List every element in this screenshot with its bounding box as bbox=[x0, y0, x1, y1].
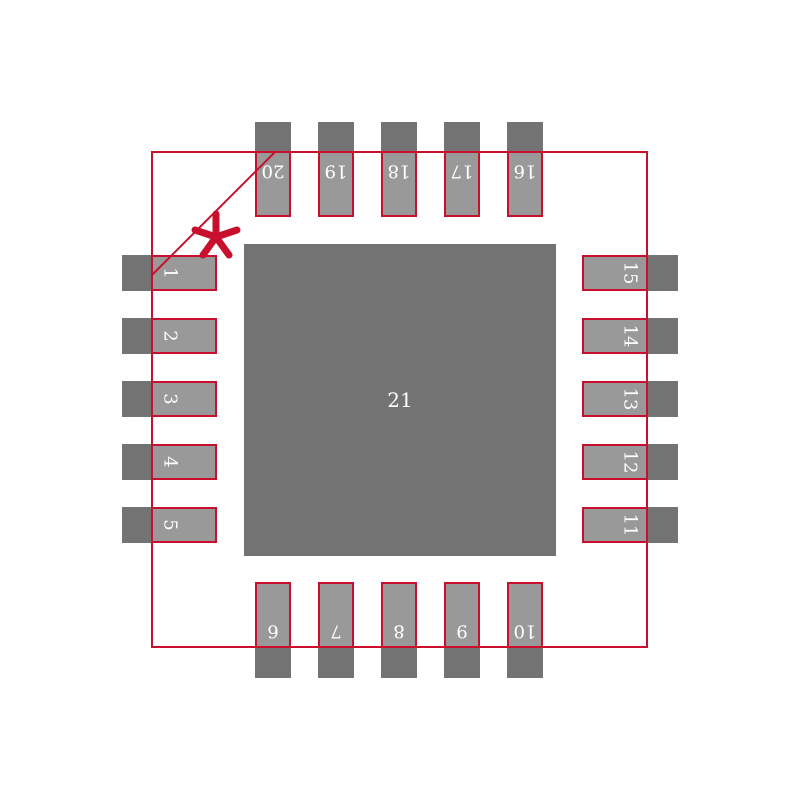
pin-19-label: 19 bbox=[325, 161, 348, 182]
pin-bottom-8: 8 bbox=[381, 582, 417, 678]
pin-bottom-7: 7 bbox=[318, 582, 354, 678]
pin-9-label: 9 bbox=[456, 621, 467, 642]
pin-10-label: 10 bbox=[514, 621, 537, 642]
pin-bottom-10: 10 bbox=[507, 582, 543, 678]
pin-top-20: 20 bbox=[255, 122, 291, 217]
pin-right-15: 15 bbox=[582, 255, 678, 291]
pin-8-label: 8 bbox=[393, 621, 404, 642]
pin-13-pad-inner bbox=[582, 381, 648, 417]
pin-top-16: 16 bbox=[507, 122, 543, 217]
pin-11-label: 11 bbox=[620, 514, 641, 537]
pin-15-pad-inner bbox=[582, 255, 648, 291]
pin-left-3: 3 bbox=[122, 381, 217, 417]
pin-14-pad-inner bbox=[582, 318, 648, 354]
pin-9-pad-inner bbox=[444, 582, 480, 648]
pin-top-18: 18 bbox=[381, 122, 417, 217]
pin-7-label: 7 bbox=[330, 621, 341, 642]
pin-8-pad-inner bbox=[381, 582, 417, 648]
pin-20-pad-inner bbox=[255, 151, 291, 217]
pin-16-label: 16 bbox=[514, 161, 537, 182]
pin-15-label: 15 bbox=[620, 262, 641, 285]
pin-bottom-6: 6 bbox=[255, 582, 291, 678]
pin-20-label: 20 bbox=[262, 161, 285, 182]
pin-top-17: 17 bbox=[444, 122, 480, 217]
pin-1-pad-inner bbox=[151, 255, 217, 291]
pin-17-pad-inner bbox=[444, 151, 480, 217]
pin-13-label: 13 bbox=[620, 388, 641, 411]
pin-10-pad-inner bbox=[507, 582, 543, 648]
pin-2-label: 2 bbox=[160, 330, 181, 341]
pin-12-label: 12 bbox=[620, 451, 641, 474]
pin-18-label: 18 bbox=[388, 161, 411, 182]
pin-3-label: 3 bbox=[160, 393, 181, 404]
pin-6-pad-inner bbox=[255, 582, 291, 648]
pin-bottom-9: 9 bbox=[444, 582, 480, 678]
thermal-pad-label: 21 bbox=[387, 388, 412, 412]
pin-19-pad-inner bbox=[318, 151, 354, 217]
pin-16-pad-inner bbox=[507, 151, 543, 217]
pin-5-label: 5 bbox=[160, 519, 181, 530]
thermal-pad bbox=[244, 244, 556, 556]
pin-right-12: 12 bbox=[582, 444, 678, 480]
pin-right-14: 14 bbox=[582, 318, 678, 354]
pin-17-label: 17 bbox=[451, 161, 474, 182]
pin-left-4: 4 bbox=[122, 444, 217, 480]
pin-left-1: 1 bbox=[122, 255, 217, 291]
pin-1-label: 1 bbox=[160, 267, 181, 278]
pin-11-pad-inner bbox=[582, 507, 648, 543]
body-outline-rect bbox=[151, 151, 648, 648]
pin-4-label: 4 bbox=[160, 456, 181, 467]
asterisk-icon bbox=[191, 210, 241, 259]
pin-right-13: 13 bbox=[582, 381, 678, 417]
pin-14-label: 14 bbox=[620, 325, 641, 348]
pin-4-pad-inner bbox=[151, 444, 217, 480]
pin-6-label: 6 bbox=[267, 621, 278, 642]
pin-left-2: 2 bbox=[122, 318, 217, 354]
pin-5-pad-inner bbox=[151, 507, 217, 543]
pin-7-pad-inner bbox=[318, 582, 354, 648]
pin-left-5: 5 bbox=[122, 507, 217, 543]
pin-top-19: 19 bbox=[318, 122, 354, 217]
pin-right-11: 11 bbox=[582, 507, 678, 543]
